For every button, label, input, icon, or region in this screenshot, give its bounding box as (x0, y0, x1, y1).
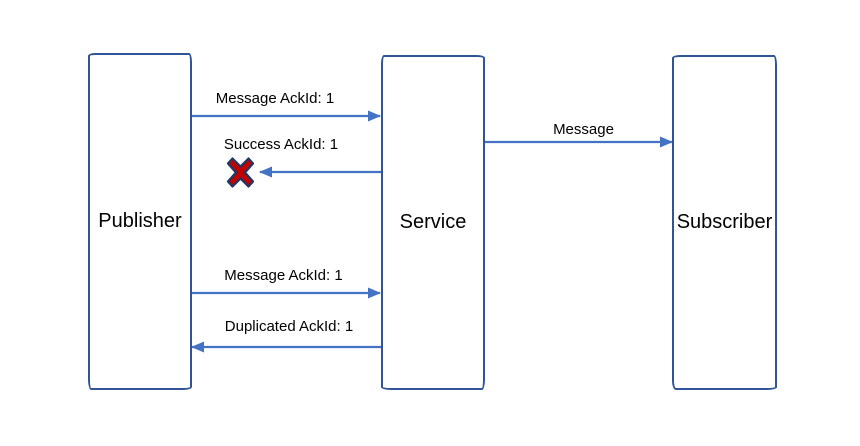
failed-delivery-x-icon (226, 157, 255, 188)
actor-label-subscriber: Subscriber (676, 211, 773, 233)
actor-label-publisher: Publisher (98, 210, 182, 232)
message-label-duplicated-ackid: Duplicated AckId: 1 (224, 318, 354, 335)
message-label-ackid-retry: Message AckId: 1 (224, 267, 343, 284)
actor-box-publisher: Publisher (88, 53, 192, 390)
actor-box-subscriber: Subscriber (672, 55, 777, 390)
actor-box-service: Service (381, 55, 485, 390)
actor-label-service: Service (399, 211, 467, 233)
message-label-success-ackid: Success AckId: 1 (223, 136, 339, 153)
message-label-message: Message (553, 121, 614, 138)
message-label-ackid-1: Message AckId: 1 (215, 90, 335, 107)
